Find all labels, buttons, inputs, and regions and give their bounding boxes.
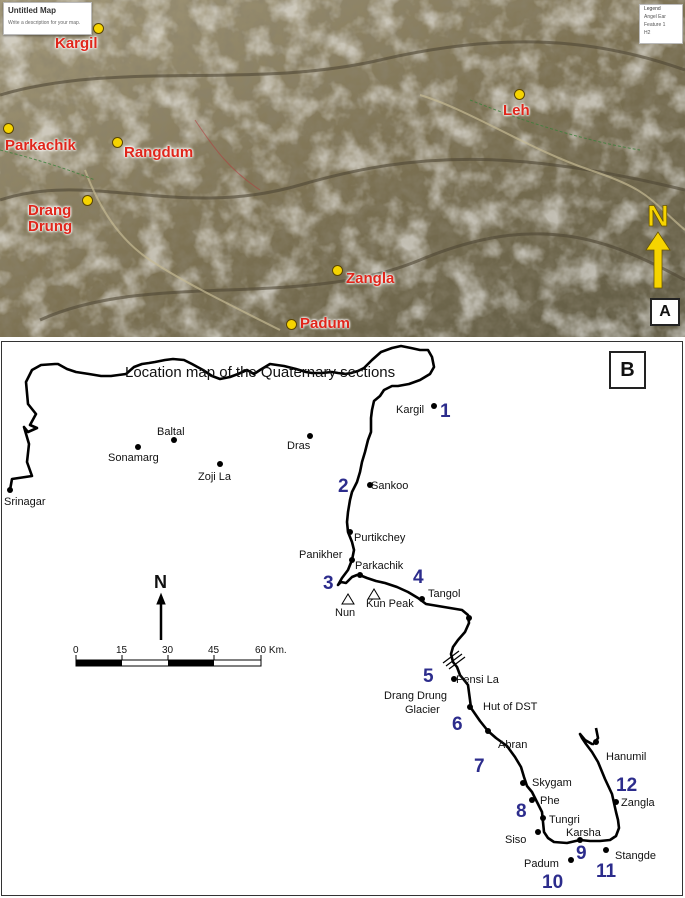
panel-label-a: A [650, 298, 680, 326]
town-drang-drung: Drang Drung [384, 690, 447, 702]
town-zangla: Zangla [621, 797, 655, 809]
place-label-parkachik: Parkachik [5, 137, 76, 154]
pass-symbol [442, 650, 466, 670]
town-pensi-la: Pensi La [456, 674, 499, 686]
section-number-8: 8 [516, 801, 527, 822]
section-number-10: 10 [542, 872, 564, 893]
town-phe: Phe [540, 795, 560, 807]
section-number-1: 1 [440, 401, 451, 422]
town-tangol: Tangol [428, 588, 461, 600]
town-siso: Siso [505, 834, 527, 846]
section-number-12: 12 [616, 775, 638, 796]
north-arrow-b [156, 592, 166, 640]
town-tungri: Tungri [549, 814, 580, 826]
map-info-title: Untitled Map [8, 6, 56, 15]
route-map [7, 344, 621, 863]
scale-tick-label: 45 [208, 645, 220, 656]
place-marker [82, 195, 93, 206]
scale-tick-label: 0 [73, 645, 79, 656]
town-skygam: Skygam [532, 777, 572, 789]
north-arrow-icon: N [645, 200, 671, 289]
section-number-5: 5 [423, 666, 434, 687]
route-line [8, 344, 621, 845]
north-label-b: N [154, 572, 167, 592]
section-number-9: 9 [576, 843, 587, 864]
section-number-7: 7 [474, 756, 485, 777]
town-stangde: Stangde [615, 850, 656, 862]
legend-item: H2 [644, 30, 651, 36]
location-map-panel: Location map of the Quaternary sections … [1, 341, 683, 896]
place-marker [93, 23, 104, 34]
panel-label-b: B [609, 351, 646, 389]
place-label-leh: Leh [503, 102, 530, 119]
section-number-6: 6 [452, 714, 463, 735]
legend-item: Feature 1 [644, 22, 666, 28]
place-label-rangdum: Rangdum [124, 144, 194, 161]
satellite-map-panel: Untitled Map Write a description for you… [0, 0, 685, 337]
town-panikher: Panikher [299, 549, 343, 561]
town-nun: Nun [335, 607, 356, 619]
scale-tick-label: 15 [116, 645, 128, 656]
scale-bar [75, 655, 262, 667]
map-title: Location map of the Quaternary sections [125, 364, 396, 381]
town-kun-peak: Kun Peak [366, 598, 414, 610]
town-dras: Dras [287, 440, 311, 452]
map-info-box: Untitled Map Write a description for you… [3, 2, 92, 35]
section-number-4: 4 [413, 567, 424, 588]
section-number-2: 2 [338, 476, 349, 497]
place-label-drang-drung: Drang Drung [28, 202, 73, 235]
place-marker [332, 265, 343, 276]
town-padum: Padum [524, 858, 559, 870]
legend-title: Legend [644, 6, 661, 12]
town-kargil: Kargil [396, 404, 425, 416]
town-parkachik: Parkachik [355, 560, 404, 572]
north-label-a: N [647, 200, 669, 233]
town-srinagar: Srinagar [4, 496, 46, 508]
place-marker [514, 89, 525, 100]
town-hut-of-dst: Hut of DST [483, 701, 538, 713]
peak-icon [341, 593, 355, 605]
town-abran: Abran [498, 739, 528, 751]
satellite-terrain [0, 0, 685, 337]
place-marker [112, 137, 123, 148]
place-label-kargil: Kargil [55, 35, 98, 52]
map-info-description: Write a description for your map. [8, 20, 81, 26]
place-marker [3, 123, 14, 134]
map-legend: Legend Angel Ear Feature 1 H2 [639, 4, 683, 44]
section-number-11: 11 [596, 861, 617, 882]
scale-tick-label: 30 [162, 645, 174, 656]
town-karsha: Karsha [566, 827, 601, 839]
town-baltal: Baltal [157, 426, 185, 438]
place-marker [286, 319, 297, 330]
town-purtikchey: Purtikchey [354, 532, 406, 544]
peak-icon [367, 588, 381, 600]
legend-item: Angel Ear [644, 14, 666, 20]
place-label-zangla: Zangla [346, 270, 395, 287]
section-number-3: 3 [323, 573, 334, 594]
town-glacier: Glacier [405, 704, 440, 716]
town-zoji-la: Zoji La [198, 471, 232, 483]
scale-tick-label: 60 Km. [255, 645, 287, 656]
town-sankoo: Sankoo [371, 480, 409, 492]
place-label-padum: Padum [300, 315, 351, 332]
town-dots [7, 403, 619, 863]
town-hanumil: Hanumil [606, 751, 647, 763]
town-sonamarg: Sonamarg [108, 452, 159, 464]
